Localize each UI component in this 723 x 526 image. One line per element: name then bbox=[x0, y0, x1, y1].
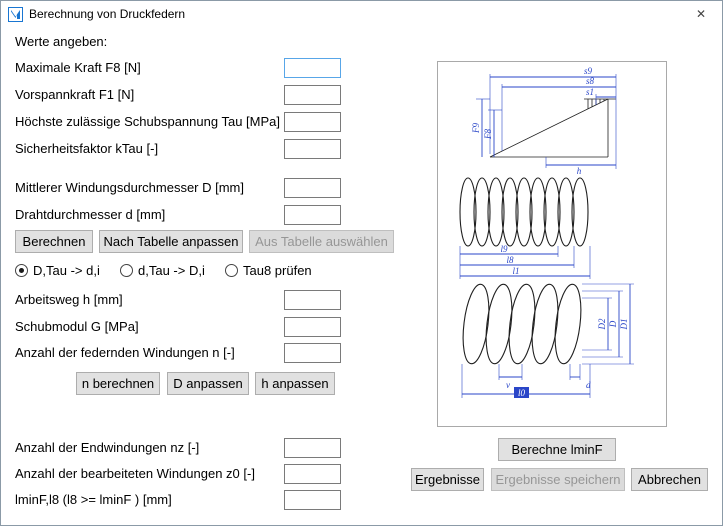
label-z0: Anzahl der bearbeiteten Windungen z0 [-] bbox=[15, 466, 255, 481]
dim-label-l8: l8 bbox=[506, 255, 514, 265]
radio-circle bbox=[15, 263, 28, 277]
app-icon bbox=[8, 6, 23, 22]
window-title: Berechnung von Druckfedern bbox=[29, 7, 186, 21]
d-anpassen-button[interactable]: D anpassen bbox=[167, 372, 249, 395]
input-G[interactable] bbox=[284, 317, 341, 337]
radio-circle bbox=[225, 263, 238, 277]
ergebnisse-speichern-button[interactable]: Ergebnisse speichern bbox=[491, 468, 625, 491]
h-anpassen-button[interactable]: h anpassen bbox=[255, 372, 335, 395]
radio-label: Tau8 prüfen bbox=[243, 262, 312, 278]
nach-tabelle-button[interactable]: Nach Tabelle anpassen bbox=[99, 230, 243, 253]
input-n[interactable] bbox=[284, 343, 341, 363]
spring-drawing-svg: s9 s8 s1 F9 F8 h bbox=[459, 66, 634, 398]
form-header: Werte angeben: bbox=[15, 34, 108, 49]
input-f8[interactable] bbox=[284, 58, 341, 78]
dim-label-s1: s1 bbox=[586, 87, 594, 97]
label-lminf: lminF,l8 (l8 >= lminF ) [mm] bbox=[15, 492, 172, 507]
dim-label-D1: D1 bbox=[619, 319, 629, 331]
label-f8: Maximale Kraft F8 [N] bbox=[15, 60, 141, 75]
aus-tabelle-button[interactable]: Aus Tabelle auswählen bbox=[249, 230, 394, 253]
title-bar[interactable]: Berechnung von Druckfedern ✕ bbox=[1, 1, 722, 27]
dim-label-l1: l1 bbox=[512, 266, 519, 276]
dim-label-h: h bbox=[577, 166, 582, 176]
input-f1[interactable] bbox=[284, 85, 341, 105]
l0-highlight bbox=[514, 387, 529, 398]
label-D: Mittlerer Windungsdurchmesser D [mm] bbox=[15, 180, 244, 195]
input-h[interactable] bbox=[284, 290, 341, 310]
berechne-lminf-button[interactable]: Berechne lminF bbox=[498, 438, 616, 461]
dim-label-l0: l0 bbox=[518, 388, 526, 398]
label-f1: Vorspannkraft F1 [N] bbox=[15, 87, 135, 102]
free-spring bbox=[462, 283, 582, 365]
input-lminf[interactable] bbox=[284, 490, 341, 510]
input-tau[interactable] bbox=[284, 112, 341, 132]
close-button[interactable]: ✕ bbox=[695, 7, 707, 21]
label-nz: Anzahl der Endwindungen nz [-] bbox=[15, 440, 200, 455]
berechnen-button[interactable]: Berechnen bbox=[15, 230, 93, 253]
dim-label-F8: F8 bbox=[483, 129, 493, 140]
abbrechen-button[interactable]: Abbrechen bbox=[631, 468, 708, 491]
radio-dtau-di[interactable]: D,Tau -> d,i bbox=[15, 262, 100, 278]
compressed-spring bbox=[459, 177, 589, 247]
input-ktau[interactable] bbox=[284, 139, 341, 159]
dim-label-s8: s8 bbox=[586, 76, 595, 86]
radio-label: D,Tau -> d,i bbox=[33, 262, 100, 278]
input-nz[interactable] bbox=[284, 438, 341, 458]
label-h: Arbeitsweg h [mm] bbox=[15, 292, 123, 307]
radio-circle bbox=[120, 263, 133, 277]
label-ktau: Sicherheitsfaktor kTau [-] bbox=[15, 141, 159, 156]
input-D[interactable] bbox=[284, 178, 341, 198]
dim-label-D2: D2 bbox=[597, 318, 607, 330]
radio-dtau-Di[interactable]: d,Tau -> D,i bbox=[120, 262, 205, 278]
label-d: Drahtdurchmesser d [mm] bbox=[15, 207, 166, 222]
radio-tau8-pruefen[interactable]: Tau8 prüfen bbox=[225, 262, 312, 278]
dim-label-F9: F9 bbox=[471, 123, 481, 134]
label-tau: Höchste zulässige Schubspannung Tau [MPa… bbox=[15, 114, 280, 129]
dim-label-d: d bbox=[586, 380, 591, 390]
label-G: Schubmodul G [MPa] bbox=[15, 319, 139, 334]
label-n: Anzahl der federnden Windungen n [-] bbox=[15, 345, 235, 360]
n-berechnen-button[interactable]: n berechnen bbox=[76, 372, 160, 395]
radio-label: d,Tau -> D,i bbox=[138, 262, 205, 278]
dim-label-D: D bbox=[608, 320, 618, 328]
dim-label-l9: l9 bbox=[500, 244, 508, 254]
dim-label-s9: s9 bbox=[584, 66, 593, 76]
ergebnisse-button[interactable]: Ergebnisse bbox=[411, 468, 484, 491]
dim-label-v: v bbox=[506, 380, 510, 390]
input-z0[interactable] bbox=[284, 464, 341, 484]
spring-diagram: s9 s8 s1 F9 F8 h bbox=[437, 61, 667, 427]
input-d[interactable] bbox=[284, 205, 341, 225]
